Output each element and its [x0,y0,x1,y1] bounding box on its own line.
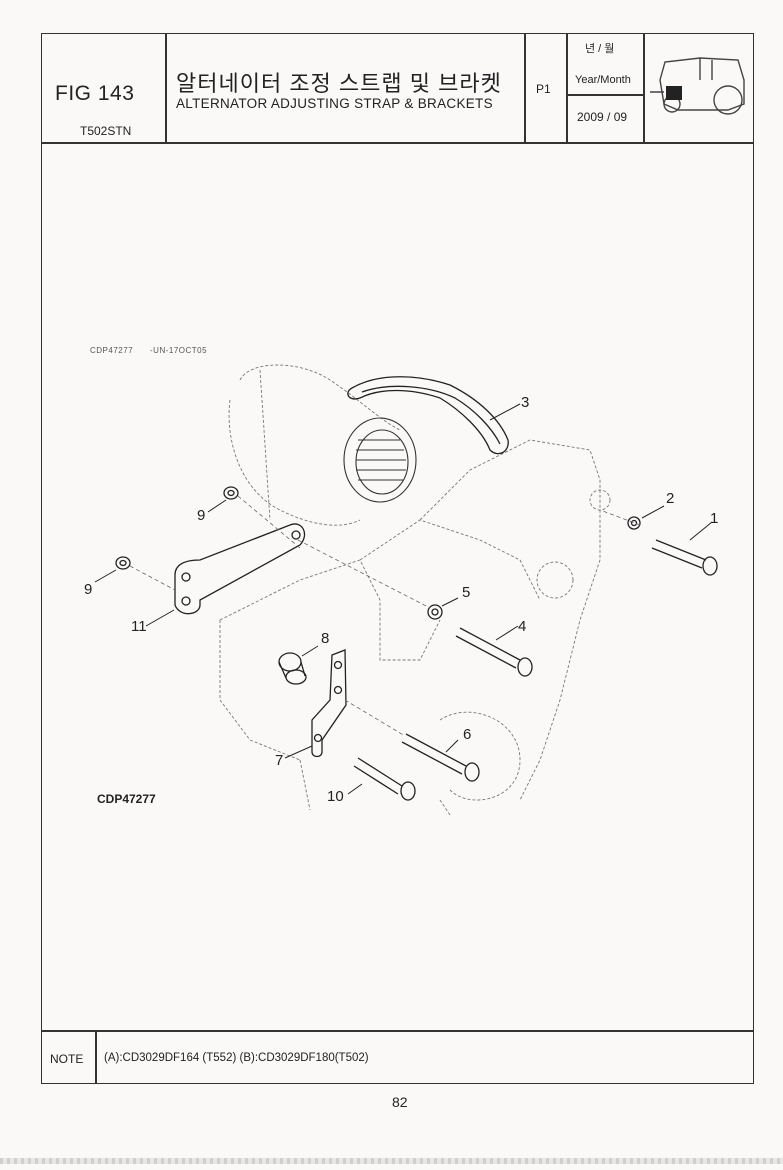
callout-3: 3 [521,394,530,411]
callout-5: 5 [462,584,471,601]
callout-2: 2 [666,490,675,507]
title-korean: 알터네이터 조정 스트랩 및 브라켓 [176,71,502,96]
note-text: (A):CD3029DF164 (T552) (B):CD3029DF180(T… [104,1052,369,1064]
model-code: T502STN [80,124,132,138]
callout-4: 4 [518,618,527,635]
note-label: NOTE [50,1052,84,1066]
callout-9a: 9 [197,507,206,524]
year-month-value: 2009 / 09 [577,110,628,124]
drawing-code: CDP47277 [97,792,156,806]
header-col-divider-2 [524,33,526,143]
header-col-divider-1 [165,33,167,143]
year-month-divider [566,94,644,96]
note-col-divider [95,1030,97,1084]
callout-8: 8 [321,630,330,647]
drawing-code-small: CDP47277 [90,346,134,355]
callout-10: 10 [327,788,344,805]
page-code: P1 [536,82,551,96]
callout-1: 1 [710,510,719,527]
note-divider [41,1030,754,1032]
scan-edge [0,1158,783,1164]
year-month-label-ko: 년 / 월 [585,43,615,55]
page-frame [41,33,754,1084]
callout-9b: 9 [84,581,93,598]
header-divider [41,142,754,144]
header-col-divider-4 [643,33,645,143]
page-number: 82 [392,1094,408,1110]
callout-6: 6 [463,726,472,743]
drawing-date-small: -UN-17OCT05 [150,346,208,355]
fig-label: FIG 143 [55,82,135,105]
callout-7: 7 [275,752,284,769]
title-english: ALTERNATOR ADJUSTING STRAP & BRACKETS [176,96,493,111]
callout-11: 11 [131,618,147,635]
header-col-divider-3 [566,33,568,143]
year-month-label-en: Year/Month [575,74,631,86]
